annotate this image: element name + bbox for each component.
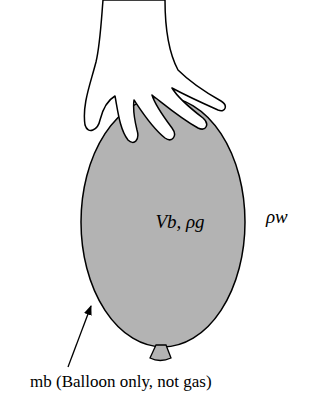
balloon-mass-label: mb (Balloon only, not gas): [30, 372, 212, 392]
balloon-knot: [150, 345, 171, 361]
water-density-label: ρw: [266, 206, 288, 228]
balloon-label: Vb, ρg: [155, 211, 204, 233]
leader-arrow: [68, 306, 91, 367]
balloon-node: Vb, ρg: [81, 97, 245, 347]
hand: [84, 0, 225, 142]
